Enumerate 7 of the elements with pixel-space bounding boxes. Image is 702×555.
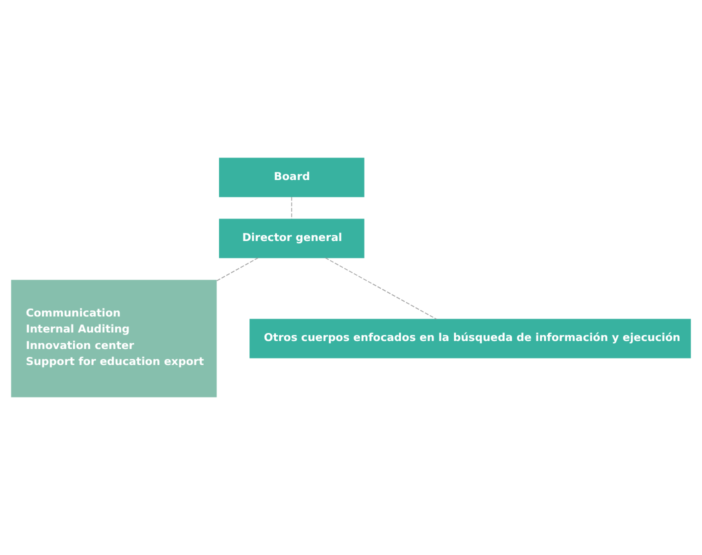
node-box: Communication Internal Auditing Innovation center Support for education export (11, 280, 217, 398)
node-box: Director general (219, 218, 364, 258)
connector (291, 196, 292, 220)
node-box: Otros cuerpos enfocados en la búsqueda de información y ejecución (250, 318, 691, 358)
node-box: Board (219, 158, 364, 198)
connector (216, 258, 258, 282)
connector (325, 258, 437, 320)
